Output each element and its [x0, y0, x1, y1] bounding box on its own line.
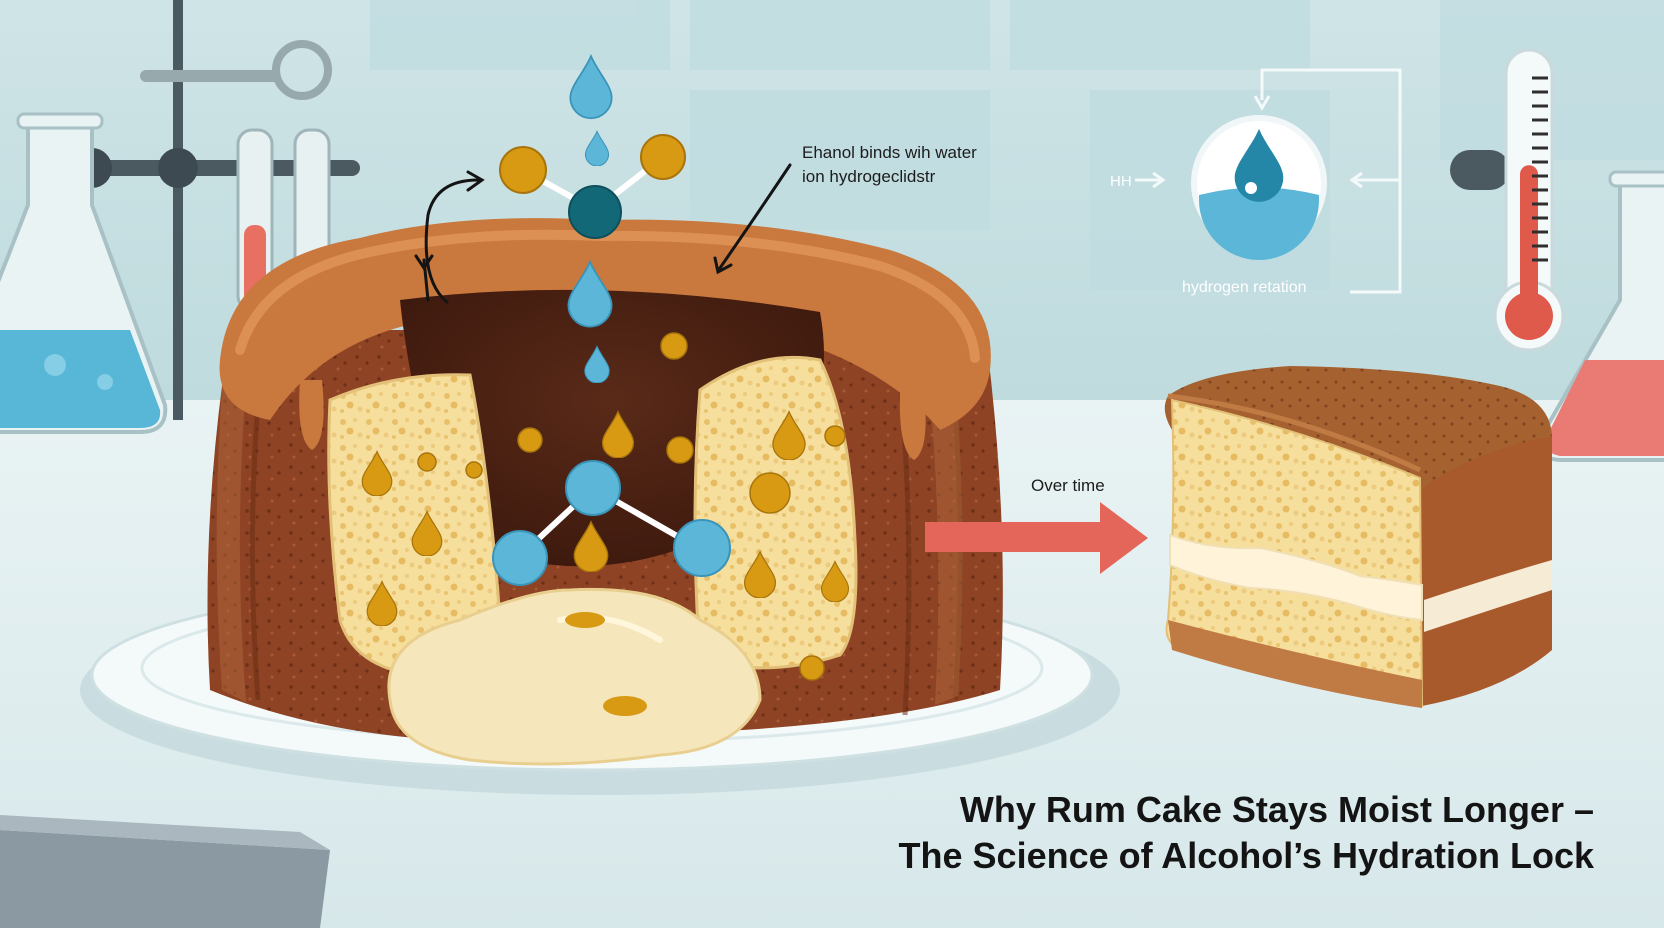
- over-time-label: Over time: [1031, 476, 1105, 495]
- cake-slice: [1164, 366, 1552, 708]
- title-line1: Why Rum Cake Stays Moist Longer –: [960, 789, 1594, 830]
- bench-device: [0, 830, 330, 928]
- hh-marker-label: HH: [1110, 173, 1132, 190]
- thermometer-icon: [1493, 48, 1565, 352]
- ethanol-label-line2: ion hydrogeclidstr: [802, 167, 936, 186]
- annotation-arrows: [414, 163, 792, 304]
- hydration-diagram: HH hydrogen retation: [1110, 68, 1402, 296]
- ethanol-molecule-top: [499, 134, 686, 239]
- hydrogen-retention-label: hydrogen retation: [1182, 279, 1307, 296]
- flask-blue: [0, 112, 168, 434]
- ethanol-label-line1: Ehanol binds wih water: [802, 143, 977, 162]
- water-molecule-center: [492, 460, 731, 586]
- over-time-arrow: [925, 502, 1148, 574]
- title-line2: The Science of Alcohol’s Hydration Lock: [899, 835, 1595, 876]
- bundt-cake: [207, 218, 1003, 766]
